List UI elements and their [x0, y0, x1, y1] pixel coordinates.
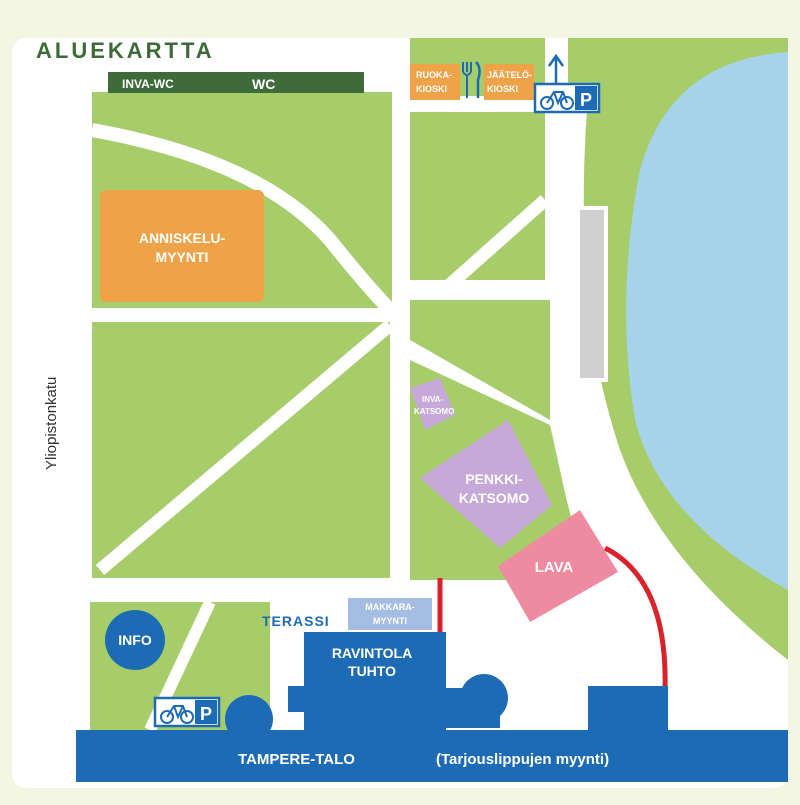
anniskelu-area: ANNISKELU- MYYNTI: [100, 190, 264, 302]
svg-text:MYYNTI: MYYNTI: [156, 249, 209, 265]
inva-wc-label: INVA-WC: [122, 77, 174, 91]
lava-stage: LAVA: [498, 510, 618, 622]
map-title: ALUEKARTTA: [36, 38, 215, 63]
grey-building: [576, 206, 608, 382]
info-point: INFO: [105, 610, 165, 670]
bicycle-icon: [160, 705, 194, 724]
svg-text:TUHTO: TUHTO: [348, 663, 396, 679]
terassi-label: TERASSI: [262, 613, 330, 629]
red-path-right: [603, 545, 668, 691]
svg-text:RAVINTOLA: RAVINTOLA: [332, 645, 412, 661]
svg-text:TAMPERE-TALO: TAMPERE-TALO: [238, 751, 355, 768]
svg-text:(Tarjouslippujen myynti): (Tarjouslippujen myynti): [436, 751, 609, 768]
svg-text:INFO: INFO: [118, 632, 152, 648]
wc-label: WC: [252, 76, 275, 92]
svg-text:KIOSKI: KIOSKI: [487, 84, 518, 94]
svg-text:KATSOMO: KATSOMO: [459, 490, 530, 506]
ravintola-building: RAVINTOLA TUHTO: [288, 632, 508, 732]
svg-text:P: P: [200, 704, 212, 724]
bicycle-icon: [540, 91, 574, 110]
penkki-katsomo-area: PENKKI- KATSOMO: [420, 420, 552, 548]
ruoka-kiosk: RUOKA- KIOSKI: [410, 64, 460, 100]
annex-right: [588, 686, 668, 734]
grass-top-right: [568, 38, 660, 96]
bike-parking-top: P: [533, 53, 601, 114]
tampere-talo: TAMPERE-TALO (Tarjouslippujen myynti): [76, 730, 788, 782]
svg-text:MAKKARA-: MAKKARA-: [365, 602, 415, 612]
svg-text:INVA-: INVA-: [422, 395, 444, 404]
grass-block-bottom-left: [92, 320, 395, 578]
inva-katsomo-area: INVA- KATSOMO: [410, 378, 455, 430]
svg-text:RUOKA-: RUOKA-: [416, 70, 452, 80]
jaatelo-kiosk: JÄÄTELÖ- KIOSKI: [484, 64, 534, 100]
fork-knife-icon: [462, 61, 481, 98]
svg-text:PENKKI-: PENKKI-: [465, 471, 523, 487]
street-label: Yliopistonkatu: [43, 377, 60, 470]
svg-text:JÄÄTELÖ-: JÄÄTELÖ-: [487, 70, 532, 80]
svg-text:KIOSKI: KIOSKI: [416, 84, 447, 94]
bike-parking-bottom: P: [153, 696, 221, 728]
svg-text:MYYNTI: MYYNTI: [373, 616, 407, 626]
svg-text:KATSOMO: KATSOMO: [414, 407, 454, 416]
svg-text:LAVA: LAVA: [535, 559, 574, 576]
arrow-up-icon: [547, 53, 565, 86]
wc-bar: INVA-WC WC: [108, 72, 364, 93]
lake: [626, 52, 788, 590]
makkara-area: MAKKARA- MYYNTI: [348, 598, 432, 630]
svg-text:ANNISKELU-: ANNISKELU-: [139, 230, 226, 246]
svg-text:P: P: [580, 90, 592, 110]
